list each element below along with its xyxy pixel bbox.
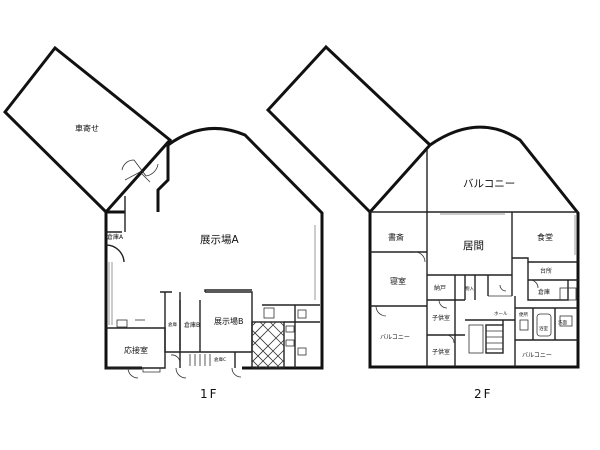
closet-label: 物入 — [465, 285, 474, 292]
tiled-area-icon — [251, 321, 285, 369]
wash-label: 洗面 — [558, 319, 567, 326]
showroom-a-label: 展示場A — [200, 233, 239, 246]
kids-room-1-label: 子供室 — [432, 314, 450, 322]
carport-label: 車寄せ — [75, 123, 99, 133]
pantry-label: 倉庫 — [538, 288, 550, 296]
study-label: 書斎 — [388, 232, 404, 242]
carport-outline — [2, 45, 173, 215]
storage-a-label: 倉庫A — [107, 233, 124, 241]
storeroom-label: 納戸 — [434, 284, 446, 292]
floor2-title: 2F — [474, 387, 493, 401]
floor2-outline — [368, 125, 580, 369]
reception-label: 応接室 — [124, 345, 148, 355]
toilet-label: 便所 — [519, 311, 528, 318]
balcony-top-label: バルコニー — [463, 178, 515, 190]
floor1-title: 1F — [200, 387, 219, 401]
balcony-left-label: バルコニー — [380, 334, 410, 341]
floor2-plan — [265, 44, 580, 369]
kids-room-2-label: 子供室 — [432, 348, 450, 356]
living-label: 居間 — [463, 240, 484, 252]
hall-label: ホール — [494, 311, 508, 317]
floor1-plan — [2, 45, 324, 379]
showroom-b-label: 展示場B — [214, 316, 244, 326]
bedroom-label: 寝室 — [390, 276, 406, 286]
entrance-door-icon — [121, 159, 159, 177]
roof-outline — [265, 44, 433, 215]
storage-c-label: 倉庫C — [214, 356, 226, 363]
bath-label: 浴室 — [539, 325, 548, 332]
kitchen-label: 台所 — [540, 267, 552, 275]
storage-b-label: 倉庫B — [184, 321, 200, 329]
staircase-icon — [485, 324, 504, 354]
balcony-right-label: バルコニー — [522, 352, 552, 359]
closet-1f-label: 倉庫 — [168, 321, 177, 328]
dining-label: 食堂 — [537, 232, 553, 242]
